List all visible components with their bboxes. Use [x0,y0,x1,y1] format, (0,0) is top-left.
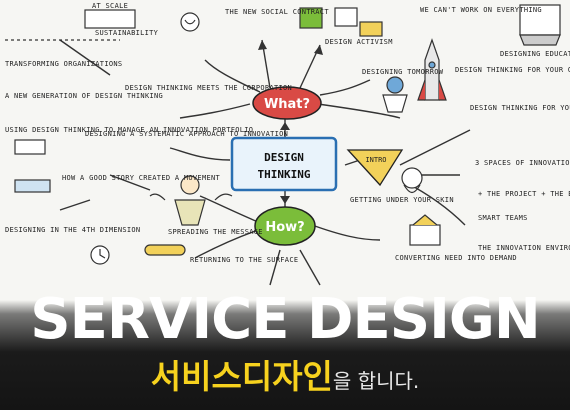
intro-text: INTRO [365,156,386,164]
dark-overlay-band [0,300,570,410]
label-returning-surface: RETURNING TO THE SURFACE [190,256,298,264]
label-designing-4th: DESIGNING IN THE 4TH DIMENSION [5,226,140,234]
intro-triangle: INTRO [346,149,404,187]
label-designing-education: DESIGNING EDUCATION [500,50,570,58]
what-bubble-text: What? [264,97,310,112]
how-bubble: How? [254,206,316,246]
label-spreading-message: SPREADING THE MESSAGE [168,228,263,236]
label-designing-tomorrow: DESIGNING TOMORROW [362,68,444,76]
label-design-activism: DESIGN ACTIVISM [325,38,393,46]
label-sustainability: SUSTAINABILITY [95,29,159,37]
label-project-brief: + THE PROJECT + THE BRIEF [478,190,570,198]
center-box: DESIGN THINKING [230,136,338,192]
label-social-contract: THE NEW SOCIAL CONTRACT [225,8,329,16]
label-dt-for-org: DESIGN THINKING FOR YOUR ORGANIZATION [455,66,570,74]
sub-highlight-text: 서비스디자인 [150,357,333,396]
label-three-spaces: 3 SPACES OF INNOVATION [475,159,570,167]
center-label-line2: THINKING [258,168,311,181]
sketch-labels: AT SCALE SUSTAINABILITY THE NEW SOCIAL C… [5,2,570,264]
connector-lines [59,39,471,286]
label-we-cant-work: WE CAN'T WORK ON EVERYTHING [420,6,542,14]
label-innovation-env: THE INNOVATION ENVIRONMENT [478,244,570,252]
headline-service-design: SERVICE DESIGN [30,287,540,352]
label-systematic: DESIGNING A SYSTEMATIC APPROACH TO INNOV… [85,130,288,138]
label-using-dt: USING DESIGN THINKING TO MANAGE AN INNOV… [5,126,253,134]
how-bubble-text: How? [265,220,304,235]
label-good-story: HOW A GOOD STORY CREATED A MOVEMENT [62,174,220,182]
label-smart-teams: SMART TEAMS [478,214,528,222]
sub-rest-text: 을 합니다. [332,369,420,393]
korean-subline: 서비스디자인을 합니다. [0,350,570,398]
label-dt-for-you: DESIGN THINKING FOR YOU [470,104,570,112]
what-bubble: What? [252,86,322,120]
label-transforming-orgs: TRANSFORMING ORGANIZATIONS [5,60,122,68]
label-at-scale: AT SCALE [92,2,128,10]
label-under-skin: GETTING UNDER YOUR SKIN [350,196,454,204]
label-dt-meets-corp: DESIGN THINKING MEETS THE CORPORATION [125,84,292,92]
label-converting-need: CONVERTING NEED INTO DEMAND [395,254,517,262]
center-label-line1: DESIGN [264,151,304,164]
doodle-figures [5,4,561,265]
label-new-generation: A NEW GENERATION OF DESIGN THINKING [5,92,163,100]
